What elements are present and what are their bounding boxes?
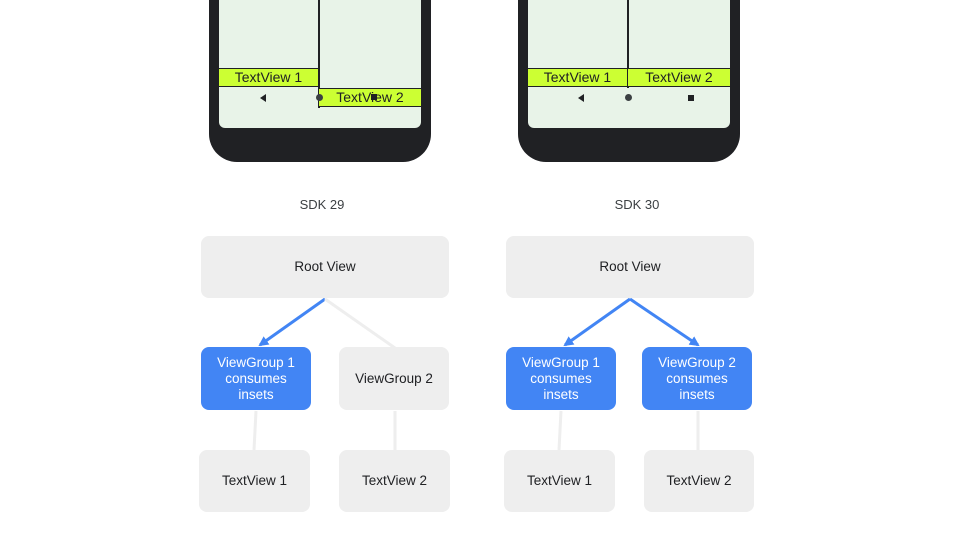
- right-caption: SDK 30: [614, 197, 660, 212]
- right-phone-screen: TextView 1 TextView 2: [528, 0, 730, 128]
- node-label: TextView 1: [221, 473, 288, 488]
- node-label-line: insets: [238, 386, 274, 402]
- node-label-line: insets: [679, 386, 715, 402]
- node-label-line: insets: [543, 386, 579, 402]
- left-phone-textview-2: TextView 2: [319, 88, 421, 107]
- left-arrow-root-vg1: [258, 297, 326, 347]
- home-icon: [625, 94, 632, 101]
- left-viewgroup-2-node: ViewGroup 2: [339, 347, 449, 410]
- node-label: Root View: [294, 259, 356, 274]
- left-phone-screen: TextView 1 TextView 2: [219, 0, 421, 128]
- right-arrow-root-vg1: [563, 297, 631, 347]
- left-phone: TextView 1 TextView 2: [209, 0, 431, 162]
- right-phone-textview-2: TextView 2: [628, 68, 730, 87]
- left-line-vg1-tv1: [252, 410, 258, 451]
- recents-icon: [688, 95, 694, 101]
- right-viewgroup-1-node: ViewGroup 1 consumes insets: [506, 347, 616, 410]
- right-phone-textview-1: TextView 1: [528, 68, 627, 87]
- node-label: TextView 2: [666, 473, 732, 488]
- node-label: ViewGroup 2: [355, 370, 433, 386]
- back-icon: [578, 94, 584, 102]
- node-label: TextView 2: [361, 473, 428, 488]
- right-phone: TextView 1 TextView 2: [518, 0, 740, 162]
- right-arrow-root-vg2: [629, 297, 700, 347]
- left-phone-divider: [318, 0, 320, 108]
- right-phone-divider: [627, 0, 629, 88]
- right-viewgroup-2-node: ViewGroup 2 consumes insets: [642, 347, 752, 410]
- back-icon: [260, 94, 266, 102]
- left-viewgroup-1-node: ViewGroup 1 consumes insets: [201, 347, 311, 410]
- left-textview-1-node: TextView 1: [199, 450, 310, 512]
- right-line-vg1-tv1: [557, 410, 563, 451]
- right-textview-2-node: TextView 2: [644, 450, 754, 512]
- node-label-line: consumes: [530, 370, 592, 386]
- node-label-line: consumes: [666, 370, 728, 386]
- node-label-line: ViewGroup 2: [658, 354, 736, 370]
- node-label-line: ViewGroup 1: [522, 354, 600, 370]
- left-caption: SDK 29: [299, 197, 345, 212]
- right-root-view-node: Root View: [506, 236, 754, 298]
- left-textview-2-node: TextView 2: [339, 450, 450, 512]
- left-phone-textview-1: TextView 1: [219, 68, 318, 87]
- left-phone-nav-bar: [219, 108, 421, 126]
- right-textview-1-node: TextView 1: [504, 450, 615, 512]
- home-icon: [316, 94, 323, 101]
- node-label-line: consumes: [225, 370, 287, 386]
- node-label-line: ViewGroup 1: [217, 354, 295, 370]
- left-root-view-node: Root View: [201, 236, 449, 298]
- node-label: TextView 1: [526, 473, 593, 488]
- node-label: Root View: [599, 259, 661, 274]
- left-line-root-vg2: [324, 297, 396, 350]
- recents-icon: [371, 94, 377, 100]
